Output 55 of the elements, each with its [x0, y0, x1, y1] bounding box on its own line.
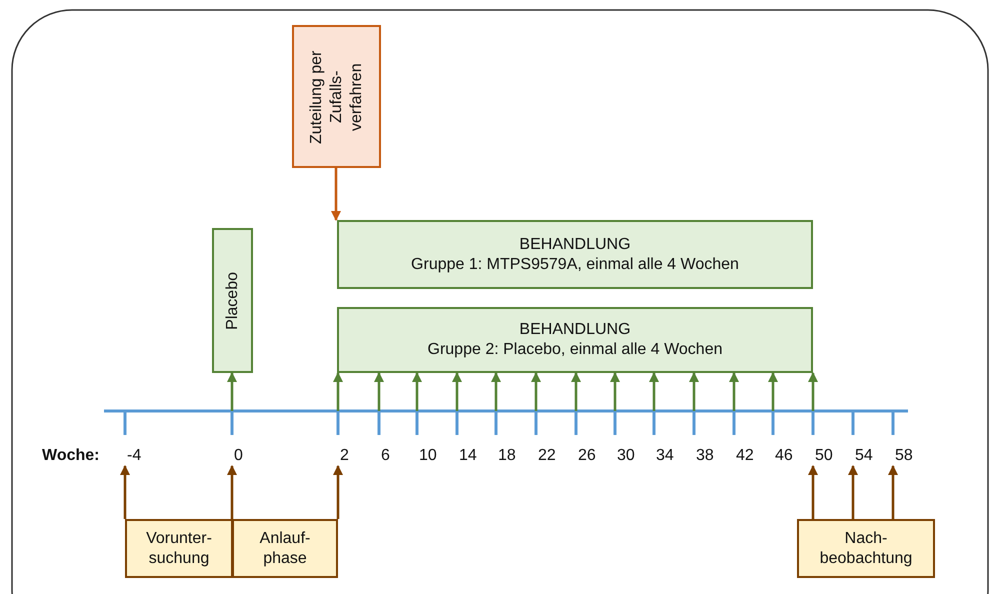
- box-text: Vorunter- suchung: [145, 528, 213, 568]
- week-label: 18: [498, 446, 516, 466]
- arrow: [531, 372, 541, 411]
- week-label: 14: [459, 446, 477, 466]
- week-label: 30: [617, 446, 635, 466]
- box-text: Gruppe 1: MTPS9579A, einmal alle 4 Wochen: [411, 254, 739, 274]
- arrow: [848, 465, 858, 519]
- arrow: [333, 372, 343, 411]
- arrow: [412, 372, 422, 411]
- week-label: 0: [234, 446, 243, 466]
- box-heading: BEHANDLUNG: [519, 320, 631, 340]
- week-label: 26: [578, 446, 596, 466]
- week-label: 6: [381, 446, 390, 466]
- week-label: 54: [855, 446, 873, 466]
- treatment-box: [337, 220, 813, 289]
- axis-title: Woche:: [42, 446, 100, 466]
- week-label: 34: [656, 446, 674, 466]
- week-label: 58: [895, 446, 913, 466]
- arrow: [374, 372, 384, 411]
- week-label: 2: [340, 446, 349, 466]
- phase-box: [125, 519, 233, 578]
- process-box: [292, 25, 381, 168]
- arrow: [120, 465, 130, 519]
- arrow: [610, 372, 620, 411]
- box-text: Anlauf- phase: [258, 528, 312, 568]
- box-heading: BEHANDLUNG: [519, 234, 631, 254]
- arrow: [333, 465, 343, 519]
- week-label: 10: [419, 446, 437, 466]
- treatment-box: [337, 307, 813, 373]
- box-text: Placebo: [222, 272, 242, 330]
- week-label: 22: [538, 446, 556, 466]
- arrow: [689, 372, 699, 411]
- arrow: [331, 168, 341, 221]
- arrow: [808, 465, 818, 519]
- arrow: [768, 372, 778, 411]
- arrow: [227, 372, 237, 411]
- arrow: [227, 465, 237, 519]
- arrow: [808, 372, 818, 411]
- phase-box: [797, 519, 935, 578]
- box-text: Nach- beobachtung: [818, 528, 914, 568]
- week-label: 38: [696, 446, 714, 466]
- week-label: -4: [127, 446, 142, 466]
- process-box: [212, 228, 253, 373]
- arrow: [491, 372, 501, 411]
- box-text: Gruppe 2: Placebo, einmal alle 4 Wochen: [428, 340, 722, 360]
- week-label: 42: [736, 446, 754, 466]
- arrow: [729, 372, 739, 411]
- box-text: Zuteilung per Zufalls- verfahren: [306, 48, 366, 146]
- arrow: [571, 372, 581, 411]
- week-label: 46: [775, 446, 793, 466]
- arrow: [888, 465, 898, 519]
- week-label: 50: [815, 446, 833, 466]
- arrow: [649, 372, 659, 411]
- phase-box: [232, 519, 338, 578]
- arrow: [452, 372, 462, 411]
